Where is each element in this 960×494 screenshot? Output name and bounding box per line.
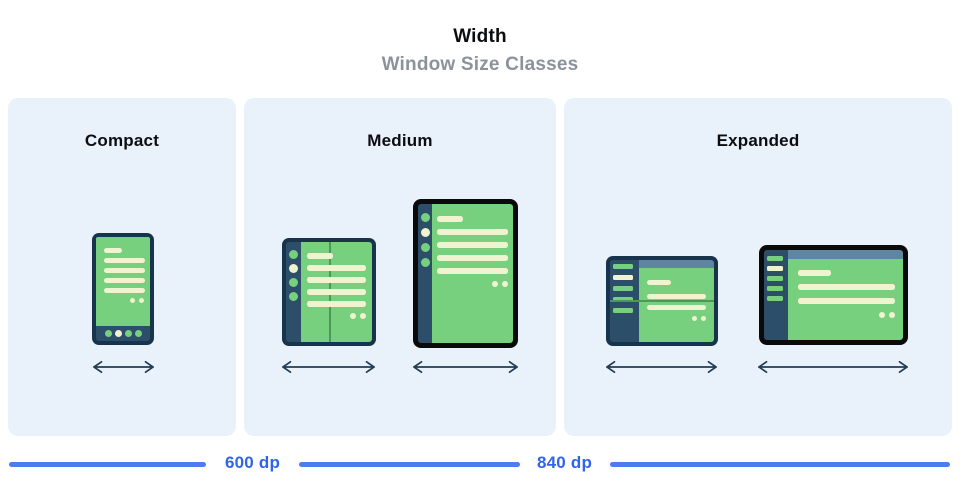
skeleton-line xyxy=(647,294,706,299)
ruler-line-segment xyxy=(610,462,950,467)
sidebar xyxy=(764,250,788,340)
rail-dot xyxy=(289,264,298,273)
skeleton-dots xyxy=(307,313,366,319)
sidebar-bar xyxy=(767,286,783,291)
navbar-dot xyxy=(134,330,142,337)
width-arrow-landscape-foldable xyxy=(606,360,717,374)
rail-dot xyxy=(420,243,430,252)
foldable-screen xyxy=(301,242,372,342)
panel-title-compact: Compact xyxy=(84,131,160,150)
skeleton-line xyxy=(798,298,895,304)
sidebar-bar xyxy=(767,266,783,271)
content-area xyxy=(788,259,903,340)
content-area xyxy=(639,268,714,342)
panel-title-expanded: Expanded xyxy=(716,131,800,150)
skeleton-line xyxy=(307,265,366,271)
sidebar-bar xyxy=(767,296,783,301)
skeleton-line xyxy=(307,289,366,295)
sidebar-bar xyxy=(613,297,633,302)
width-arrow-tablet xyxy=(413,360,518,374)
navbar-dot xyxy=(114,330,122,337)
rail-dot xyxy=(420,228,430,237)
skeleton-line xyxy=(437,216,463,222)
width-arrow-phone xyxy=(93,360,154,374)
skeleton-line xyxy=(437,242,508,248)
rail-dot xyxy=(289,250,298,259)
diagram-title: Width xyxy=(453,26,507,47)
skeleton-dots xyxy=(437,281,508,287)
rail-dot xyxy=(289,278,298,287)
phone-illustration-icon xyxy=(92,233,154,345)
panel-compact: Compact xyxy=(8,98,236,436)
skeleton-line xyxy=(437,268,508,274)
skeleton-line xyxy=(307,301,366,307)
navbar-dot xyxy=(124,330,132,337)
skeleton-line xyxy=(307,277,366,283)
panel-expanded: Expanded xyxy=(564,98,952,436)
diagram-subtitle: Window Size Classes xyxy=(381,54,579,75)
phone-navbar xyxy=(96,326,150,341)
ruler-label-600dp: 600 dp xyxy=(224,453,281,472)
width-arrow-desktop xyxy=(758,360,908,374)
sidebar-bar xyxy=(767,276,783,281)
rail-dot xyxy=(420,213,430,222)
skeleton-line xyxy=(647,305,706,310)
skeleton-line xyxy=(647,280,671,285)
sidebar-bar xyxy=(613,275,633,280)
tablet-screen xyxy=(432,204,513,343)
sidebar-bar xyxy=(767,256,783,261)
vertical-foldable-illustration-icon xyxy=(282,238,376,346)
width-arrow-foldable xyxy=(282,360,375,374)
sidebar-bar xyxy=(613,286,633,291)
rail-dot xyxy=(289,292,298,301)
skeleton-dots xyxy=(647,316,706,321)
skeleton-line xyxy=(104,248,123,253)
main-pane xyxy=(788,250,903,340)
rail-dot xyxy=(420,258,430,267)
portrait-tablet-illustration-icon xyxy=(413,199,518,348)
navbar-dot xyxy=(104,330,112,337)
app-topbar xyxy=(639,260,714,268)
skeleton-line xyxy=(437,229,508,235)
skeleton-line xyxy=(307,253,333,259)
phone-screen xyxy=(96,237,150,326)
landscape-foldable-illustration-icon xyxy=(606,256,718,346)
skeleton-line xyxy=(104,288,145,293)
sidebar-bar xyxy=(613,308,633,313)
panel-title-medium: Medium xyxy=(367,131,433,150)
nav-rail xyxy=(286,242,301,342)
main-pane xyxy=(639,260,714,342)
sidebar-bar xyxy=(613,264,633,269)
desktop-tablet-illustration-icon xyxy=(759,245,908,345)
ruler-label-840dp: 840 dp xyxy=(536,453,593,472)
panel-medium: Medium xyxy=(244,98,556,436)
skeleton-line xyxy=(104,258,145,263)
skeleton-dots xyxy=(798,312,895,318)
skeleton-line xyxy=(798,270,831,276)
skeleton-dots xyxy=(104,298,145,303)
skeleton-line xyxy=(104,268,145,273)
ruler-line-segment xyxy=(299,462,520,467)
app-topbar xyxy=(788,250,903,259)
skeleton-line xyxy=(798,284,895,290)
skeleton-line xyxy=(104,278,145,283)
ruler-line-segment xyxy=(9,462,206,467)
fold-crease xyxy=(610,300,714,302)
skeleton-line xyxy=(437,255,508,261)
nav-rail xyxy=(418,204,432,343)
